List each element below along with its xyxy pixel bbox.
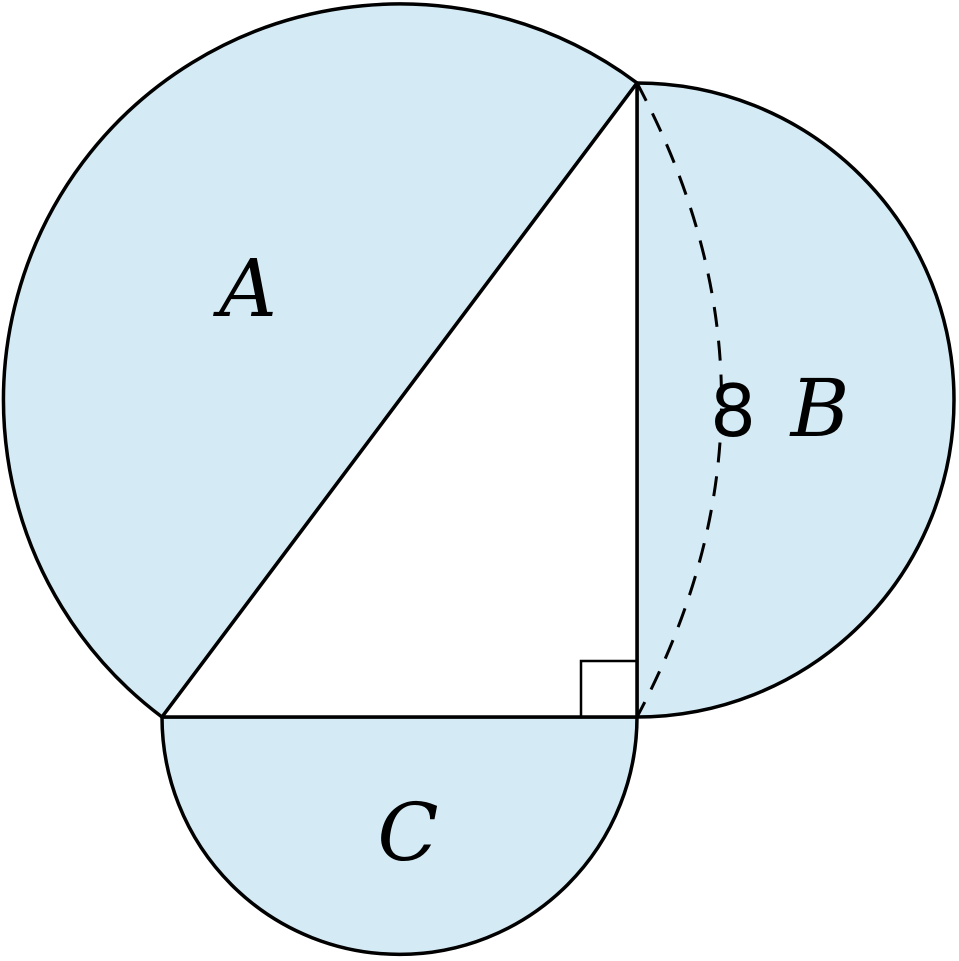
length-indicator-arc (635, 82, 723, 718)
label-side-length: 8 (710, 369, 756, 453)
label-a: A (212, 242, 277, 335)
label-c: C (377, 786, 438, 879)
label-b: B (789, 362, 850, 455)
right-angle-marker (579, 659, 637, 717)
semicircle-c (160, 715, 639, 957)
hypotenuse (160, 81, 639, 719)
semicircle-a (1, 2, 639, 719)
semicircle-b (635, 81, 956, 719)
